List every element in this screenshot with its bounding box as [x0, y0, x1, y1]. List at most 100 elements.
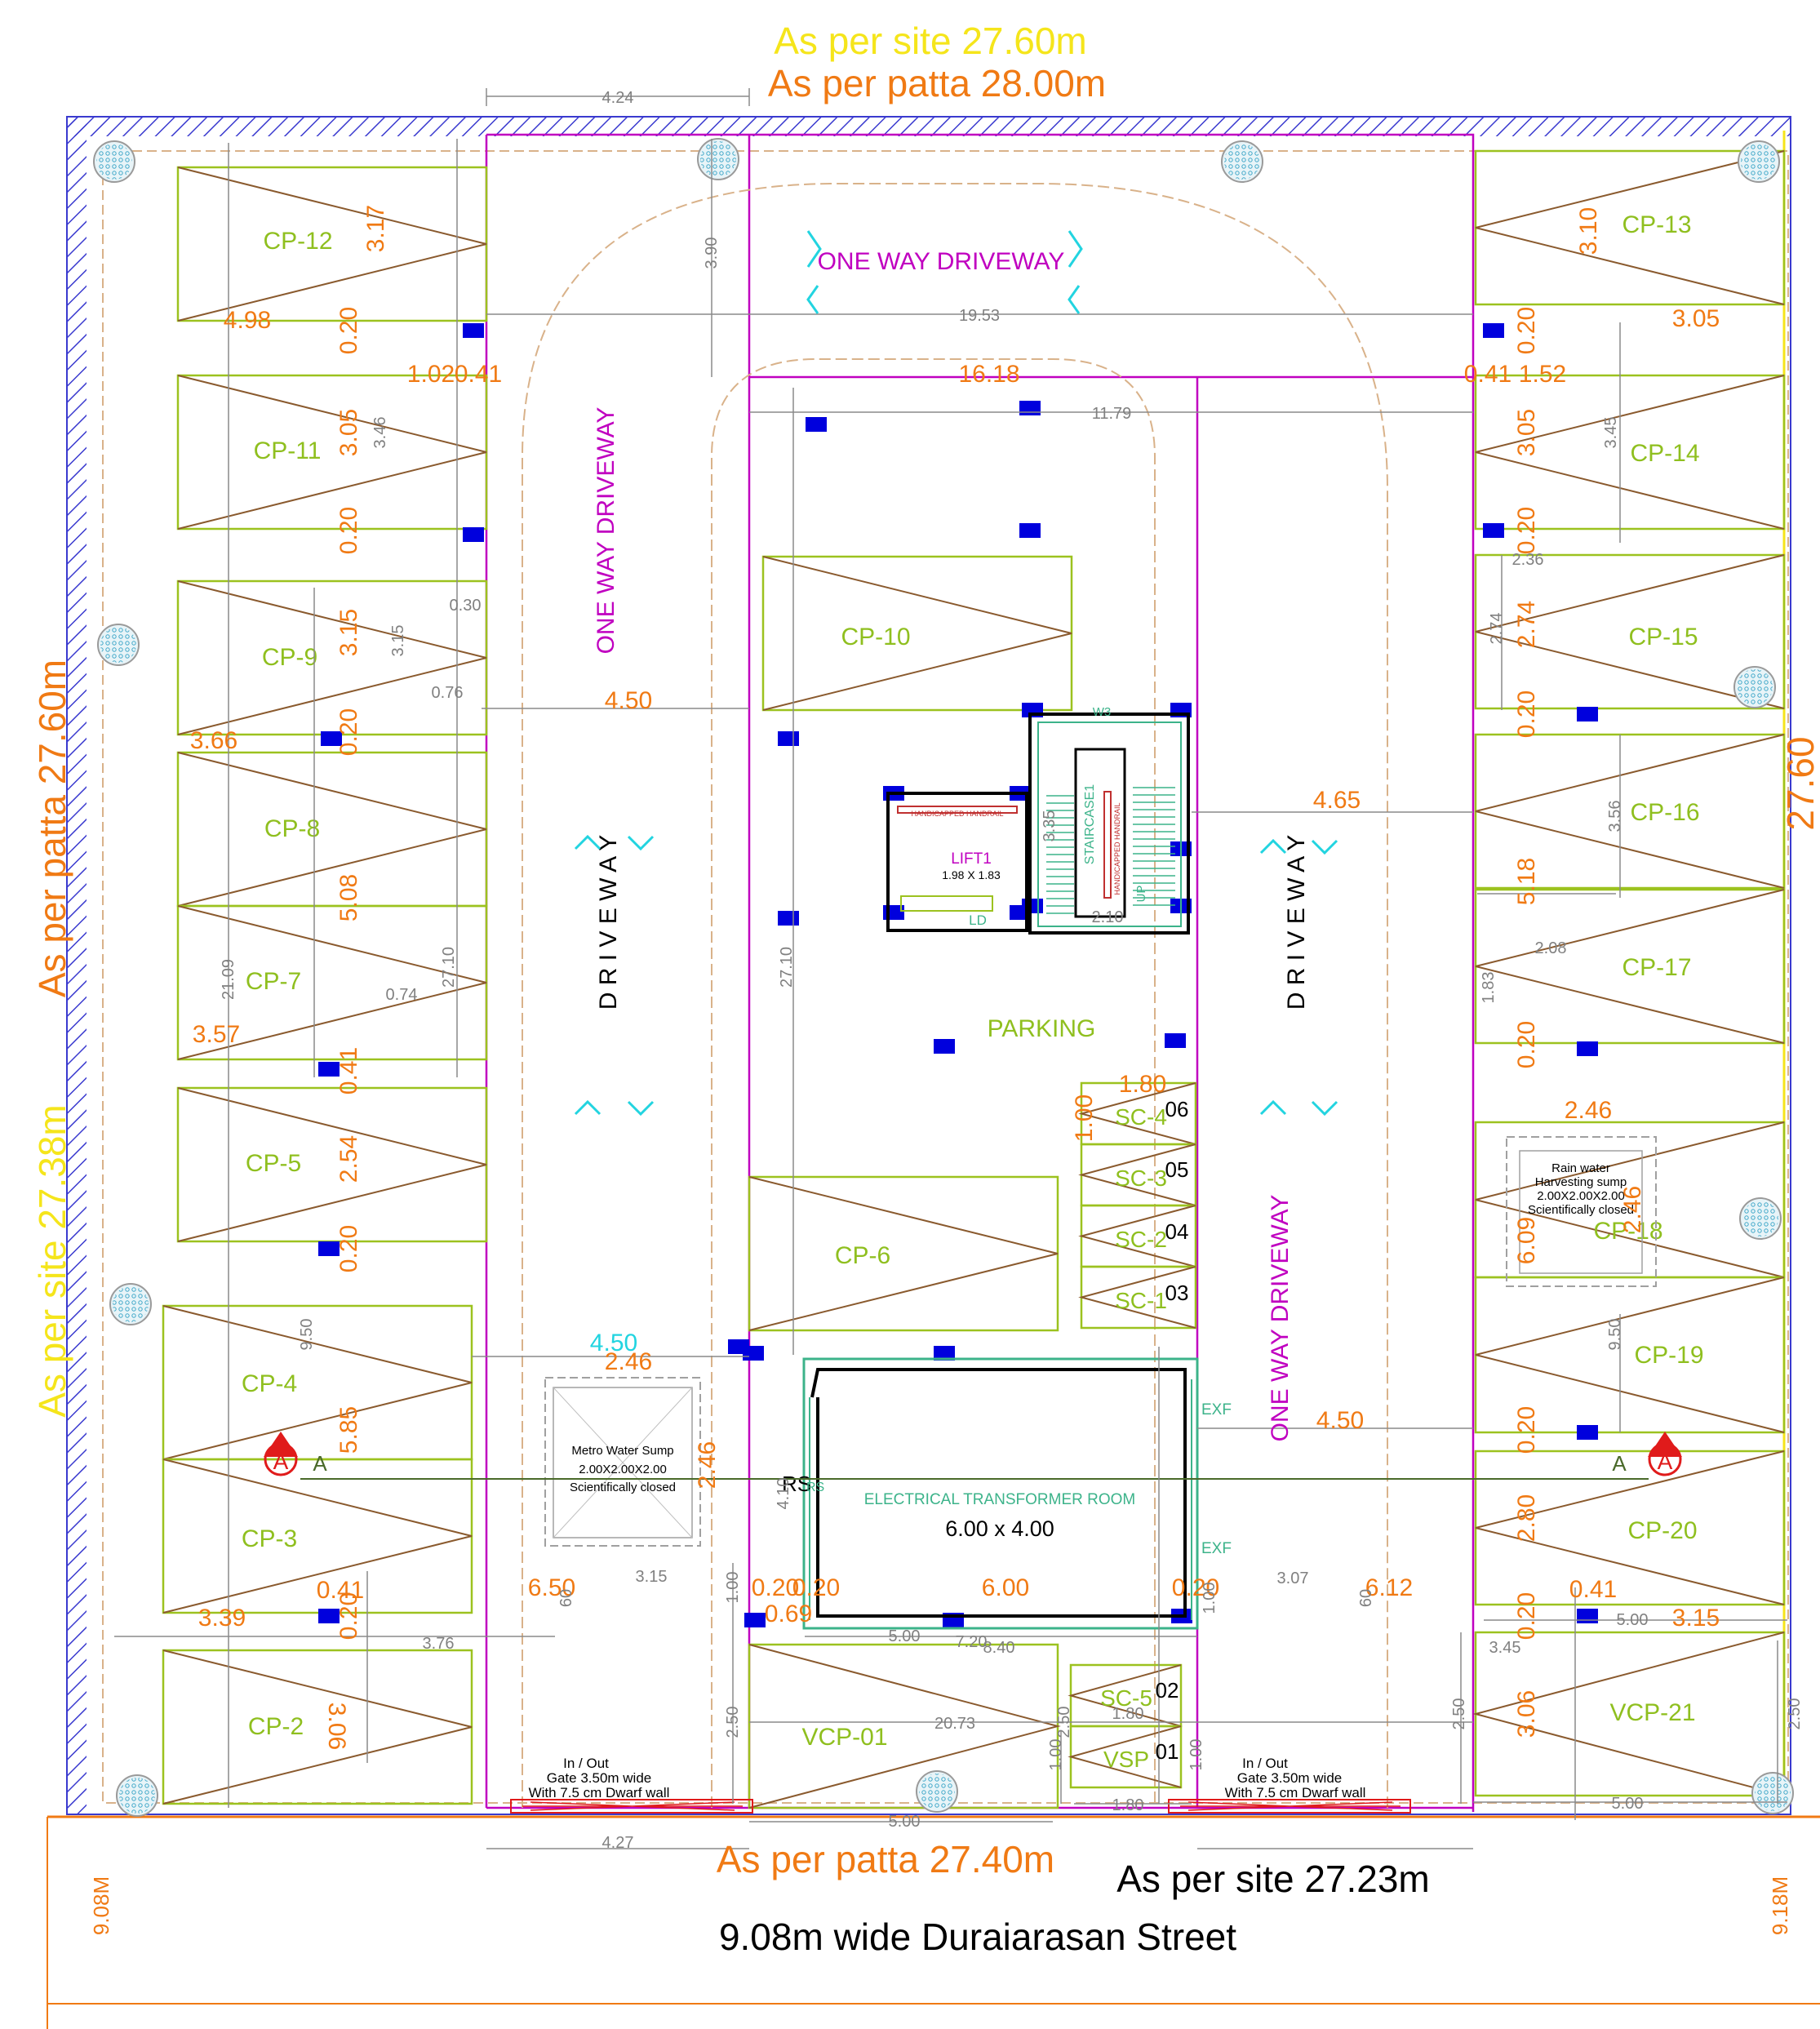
dim-305-c: 3.05	[1513, 409, 1540, 456]
lift-size-label: 1.98 X 1.83	[942, 868, 1001, 881]
dim-g100-c: 1.00	[1047, 1739, 1065, 1771]
bay-cp-5-label: CP-5	[246, 1150, 301, 1177]
dim-g950-b: 9.50	[1606, 1319, 1624, 1351]
lift-label: LIFT1	[951, 850, 992, 868]
tree-5	[1733, 666, 1776, 708]
bay-cp-2-label: CP-2	[248, 1713, 304, 1740]
tree-2	[1221, 140, 1263, 183]
rs-label-1: RS	[782, 1472, 811, 1496]
dim-246-d: 2.46	[1619, 1186, 1646, 1233]
column-23	[318, 1062, 340, 1077]
dim-246-b: 2.46	[694, 1441, 721, 1489]
dim-152: 1.52	[1519, 361, 1566, 388]
bottom-site-label: As per site 27.23m	[1116, 1858, 1430, 1900]
dim-g410: 4.10	[775, 1478, 792, 1510]
left-patta-label: As per patta 27.60m	[31, 659, 73, 997]
bay-cp-9: CP-9	[176, 579, 488, 736]
dim-020-g: 0.20	[792, 1574, 840, 1601]
bay-vcp-01: VCP-01	[748, 1643, 1061, 1809]
bay-cp-2: CP-2	[162, 1649, 473, 1805]
scooter-bay-label-0: SC-4	[1115, 1104, 1167, 1130]
dim-g030: 0.30	[450, 597, 482, 615]
one-way-top: ONE WAY DRIVEWAY	[818, 248, 1065, 275]
right-partial-label: 27.60	[1779, 736, 1820, 830]
dim-508: 5.08	[335, 874, 362, 921]
scooter-bay-1: SC-3	[1078, 1143, 1197, 1207]
column-9	[1165, 1033, 1186, 1048]
column-0	[463, 323, 484, 338]
dim-246-c: 2.46	[1565, 1097, 1612, 1124]
bay-cp-4: CP-4	[162, 1304, 473, 1461]
bay-cp-3: CP-3	[162, 1458, 473, 1614]
drive-way-left: D R I V E W A Y	[595, 835, 622, 1010]
dim-g060-b: 60	[1357, 1589, 1375, 1607]
tree-3	[1738, 140, 1780, 183]
up-label: UP	[1134, 886, 1148, 903]
dim-g424: 4.24	[602, 89, 634, 107]
dim-306-a: 3.06	[323, 1703, 350, 1750]
one-way-right: ONE WAY DRIVEWAY	[1267, 1195, 1294, 1442]
sc-num-04: 04	[1165, 1219, 1189, 1244]
exf-label-1: EXF	[1201, 1401, 1232, 1419]
sc-num-03: 03	[1165, 1281, 1189, 1305]
metro-sump-title: Metro Water Sump	[571, 1444, 673, 1458]
dim-020-e: 0.20	[335, 1592, 362, 1640]
dim-g345-a: 3.45	[1602, 417, 1620, 449]
column-29	[934, 1346, 955, 1361]
bay-cp-10-label: CP-10	[841, 624, 910, 650]
dimension-lines	[114, 88, 1787, 1849]
dim-g1179: 11.79	[1092, 405, 1132, 423]
column-8	[934, 1039, 955, 1054]
dim-g180-a: 1.80	[1112, 1705, 1144, 1723]
bottom-patta-label: As per patta 27.40m	[717, 1838, 1054, 1880]
dim-600: 6.00	[982, 1574, 1029, 1601]
dim-g100-a: 1.00	[724, 1572, 742, 1604]
dim-041-d: 0.41	[1464, 361, 1511, 388]
gates	[510, 1799, 1411, 1814]
bay-cp-16-label: CP-16	[1630, 799, 1699, 826]
dim-g1953: 19.53	[959, 307, 1000, 325]
scooter-bay-label-5: VSP	[1103, 1747, 1149, 1772]
column-27	[1577, 1609, 1598, 1623]
dim-020-c: 0.20	[335, 708, 362, 756]
dim-g500-a: 5.00	[889, 1813, 921, 1831]
column-25	[1577, 1425, 1598, 1440]
ld-label: LD	[969, 912, 987, 928]
section-line	[264, 1432, 1682, 1480]
column-1	[463, 527, 484, 542]
dim-g376: 3.76	[423, 1635, 455, 1653]
bay-cp-7: CP-7	[176, 904, 488, 1061]
transformer-size: 6.00 x 4.00	[945, 1516, 1054, 1541]
bay-vcp-21: VCP-21	[1472, 1631, 1786, 1797]
dim-g074: 0.74	[386, 986, 418, 1004]
bay-cp-13: CP-13	[1474, 149, 1786, 306]
bay-cp-20-label: CP-20	[1627, 1517, 1697, 1544]
driveway-curve-inner	[711, 358, 1156, 1808]
dim-041-c: 0.41	[317, 1577, 364, 1604]
drive-way-right: D R I V E W A Y	[1283, 835, 1310, 1010]
scooter-bay-label-4: SC-5	[1100, 1685, 1152, 1711]
dim-g2710-a: 27.10	[440, 947, 458, 988]
dim-g180-b: 1.80	[1112, 1796, 1144, 1814]
bay-vcp-21-label: VCP-21	[1609, 1699, 1695, 1726]
bay-cp-3-label: CP-3	[242, 1525, 297, 1552]
dim-g250-d: 2.50	[1786, 1698, 1804, 1730]
column-2	[321, 731, 342, 746]
dim-335-label: 3.35	[1041, 810, 1059, 842]
bay-vcp-01-label: VCP-01	[801, 1724, 887, 1751]
dim-1618: 16.18	[958, 361, 1019, 388]
dim-g315: 3.15	[389, 625, 407, 657]
dim-498: 4.98	[224, 307, 271, 334]
rain-sump-title-2: Harvesting sump	[1535, 1175, 1627, 1189]
dim-g500-d: 5.00	[1612, 1795, 1644, 1813]
column-20	[1483, 523, 1504, 538]
tree-10	[1751, 1772, 1794, 1814]
bay-cp-16: CP-16	[1474, 733, 1786, 890]
dim-020-h: 0.20	[1172, 1574, 1219, 1601]
gate-right-line1: In / Out	[1242, 1756, 1288, 1771]
dim-246-a: 2.46	[605, 1348, 652, 1375]
bay-cp-20: CP-20	[1474, 1450, 1786, 1606]
tree-1	[697, 138, 739, 180]
gate-left-line3: With 7.5 cm Dwarf wall	[529, 1785, 670, 1800]
